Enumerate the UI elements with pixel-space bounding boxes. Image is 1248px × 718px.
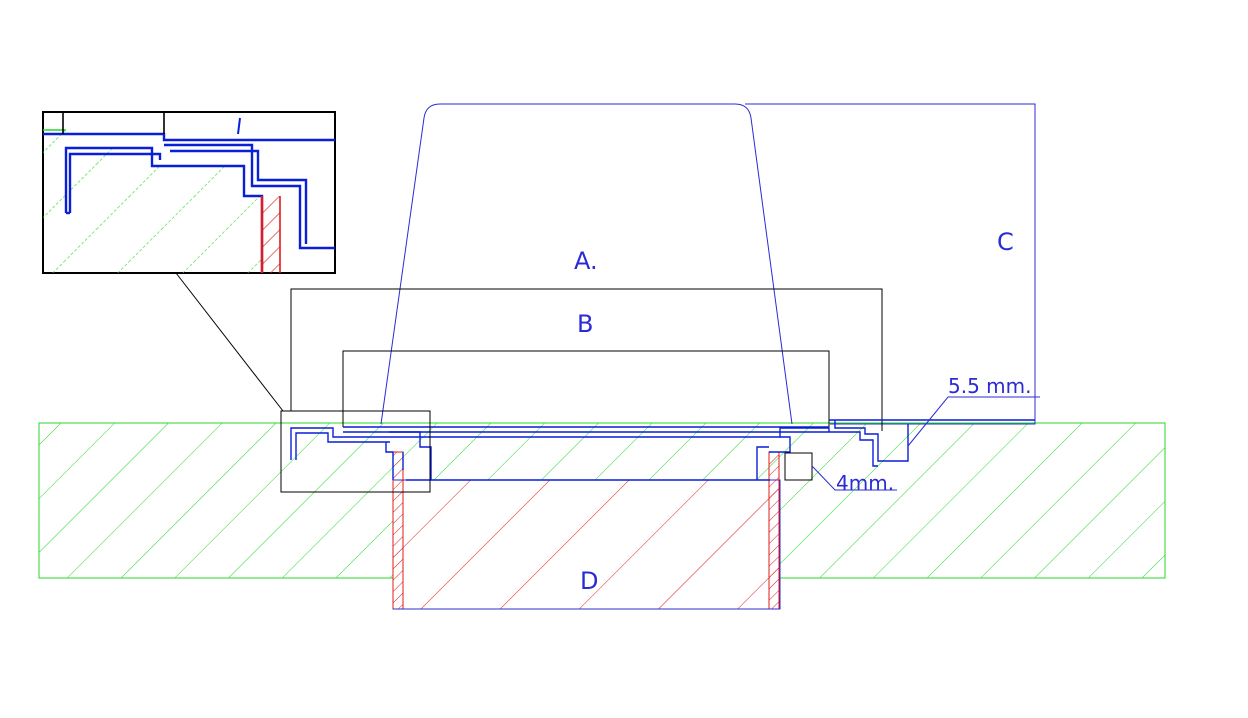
detail-inset <box>42 111 336 274</box>
detail-callout-frame <box>280 410 431 493</box>
dimension-5-5-mm: 5.5 mm. <box>948 374 1032 398</box>
dimension-4-mm: 4mm. <box>836 471 894 495</box>
part-a-outline <box>380 103 793 425</box>
detail-leader-line <box>175 272 284 412</box>
label-part-c: C <box>997 228 1014 256</box>
part-c-outline <box>745 103 1036 425</box>
dimension-leaders <box>811 396 1040 491</box>
label-part-a: A. <box>574 247 598 275</box>
part-b-outline <box>290 288 883 431</box>
label-part-d: D <box>580 567 598 595</box>
part-d-block <box>392 451 781 610</box>
flange-profile <box>290 419 1035 481</box>
label-part-b: B <box>577 310 593 338</box>
